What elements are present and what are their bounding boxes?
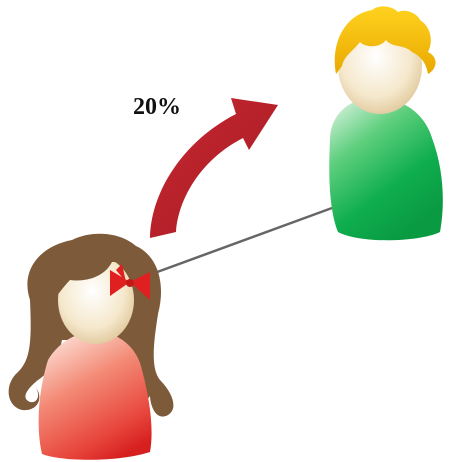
male-shirt [329,98,443,240]
female-person-icon [9,234,174,460]
percentage-label: 20% [133,95,181,119]
male-person-icon [329,6,443,240]
